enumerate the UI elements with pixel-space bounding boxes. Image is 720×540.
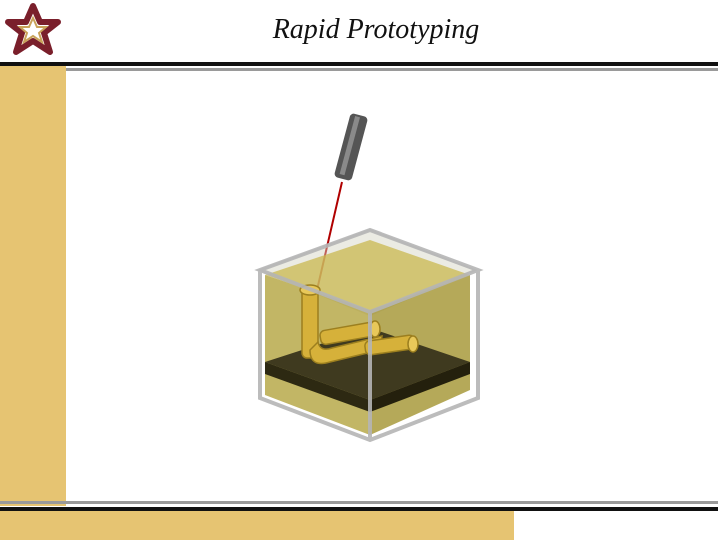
laser-emitter-icon <box>334 113 368 181</box>
footer-rule-thick <box>0 507 718 511</box>
stereolithography-illustration <box>220 100 520 460</box>
footer-rule-thin <box>0 501 718 504</box>
bottom-accent-bar <box>0 511 514 540</box>
header-rule-thick <box>0 62 718 66</box>
printed-pipe-part <box>299 284 419 365</box>
header-rule-thin <box>0 68 718 71</box>
left-accent-bar <box>0 66 66 506</box>
resin-tank <box>254 227 484 443</box>
institution-logo-icon <box>2 2 64 60</box>
slide-title: Rapid Prototyping <box>272 14 480 45</box>
